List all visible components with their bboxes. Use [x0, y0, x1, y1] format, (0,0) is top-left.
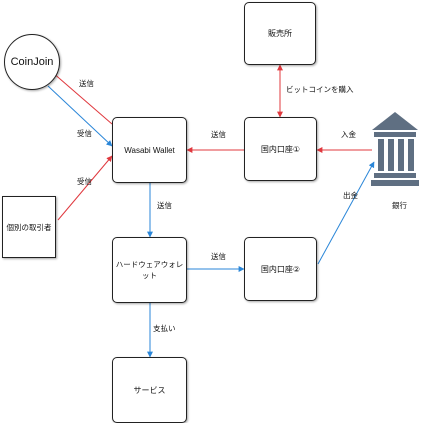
node-individual-trader: 個別の取引者: [2, 196, 56, 258]
node-service: サービス: [112, 357, 187, 423]
label-account1-to-wasabi: 送信: [211, 130, 226, 139]
edge-wasabi-to-coinjoin: [51, 71, 113, 125]
label-hardware-to-account2: 送信: [211, 252, 226, 261]
edge-account2-to-bank: [317, 161, 375, 265]
node-wasabi-wallet: Wasabi Wallet: [112, 117, 187, 183]
label-exchange-account1: ビットコインを購入: [286, 85, 354, 94]
label-individual-to-wasabi: 受信: [77, 177, 92, 186]
label-account2-to-bank: 出金: [343, 191, 358, 200]
node-hardware-wallet: ハードウェアウォレット: [112, 237, 187, 303]
bank-label: 銀行: [392, 201, 407, 210]
node-exchange: 販売所: [244, 2, 316, 65]
label-coinjoin-to-wasabi: 受信: [77, 129, 92, 138]
node-domestic-account-2: 国内口座②: [244, 237, 317, 301]
node-bank: 銀行: [370, 110, 420, 210]
node-domestic-account-1: 国内口座①: [244, 117, 317, 181]
label-wasabi-to-coinjoin: 送信: [79, 79, 94, 88]
label-hardware-to-service: 支払い: [153, 324, 176, 333]
node-coinjoin: CoinJoin: [4, 34, 60, 90]
edge-coinjoin-to-wasabi: [47, 85, 113, 147]
label-bank-to-account1: 入金: [341, 130, 356, 139]
edge-individual-to-wasabi: [57, 155, 113, 221]
label-wasabi-to-hardware: 送信: [157, 201, 172, 210]
bank-icon: [371, 112, 419, 186]
